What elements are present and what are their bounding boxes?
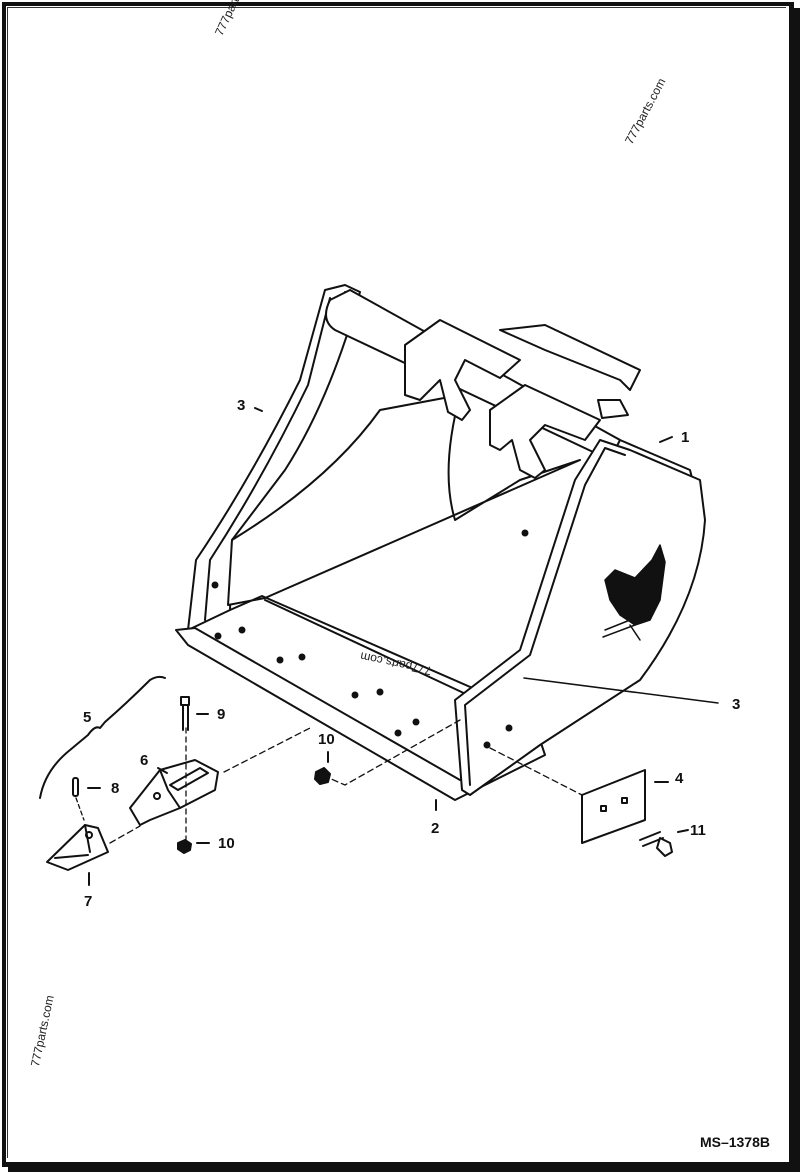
callout-leaders <box>87 407 689 886</box>
tooth-7 <box>46 824 109 871</box>
bucket-back-wall <box>227 394 581 606</box>
callout-9: 9 <box>217 706 226 723</box>
coupler-brackets <box>404 319 641 479</box>
callout-11: 11 <box>690 822 706 839</box>
callout-7: 7 <box>84 893 93 910</box>
callout-6: 6 <box>140 752 149 769</box>
wear-pad <box>581 769 646 844</box>
callout-3-side: 3 <box>237 397 246 414</box>
bolt-11 <box>639 831 673 857</box>
callout-8: 8 <box>111 780 120 797</box>
page-frame-inner <box>7 7 786 1158</box>
adapter-6 <box>129 759 219 826</box>
pin-8 <box>72 777 79 797</box>
figure-code: MS–1378B <box>699 1134 770 1150</box>
callout-10-lower: 10 <box>218 835 235 852</box>
bobcat-logo <box>602 544 666 641</box>
nut-10-upper <box>314 767 331 785</box>
right-side-plate <box>454 439 706 796</box>
callout-5: 5 <box>83 709 92 726</box>
callout-3-right: 3 <box>732 696 741 713</box>
bucket-floor <box>175 595 546 801</box>
callout-1: 1 <box>681 429 690 446</box>
bolt-9 <box>180 696 190 731</box>
nut-10-lower <box>177 839 192 854</box>
bracket-5 <box>39 675 166 799</box>
callout-4: 4 <box>675 770 684 787</box>
callout-10-upper: 10 <box>318 731 335 748</box>
callout-2: 2 <box>431 820 440 837</box>
